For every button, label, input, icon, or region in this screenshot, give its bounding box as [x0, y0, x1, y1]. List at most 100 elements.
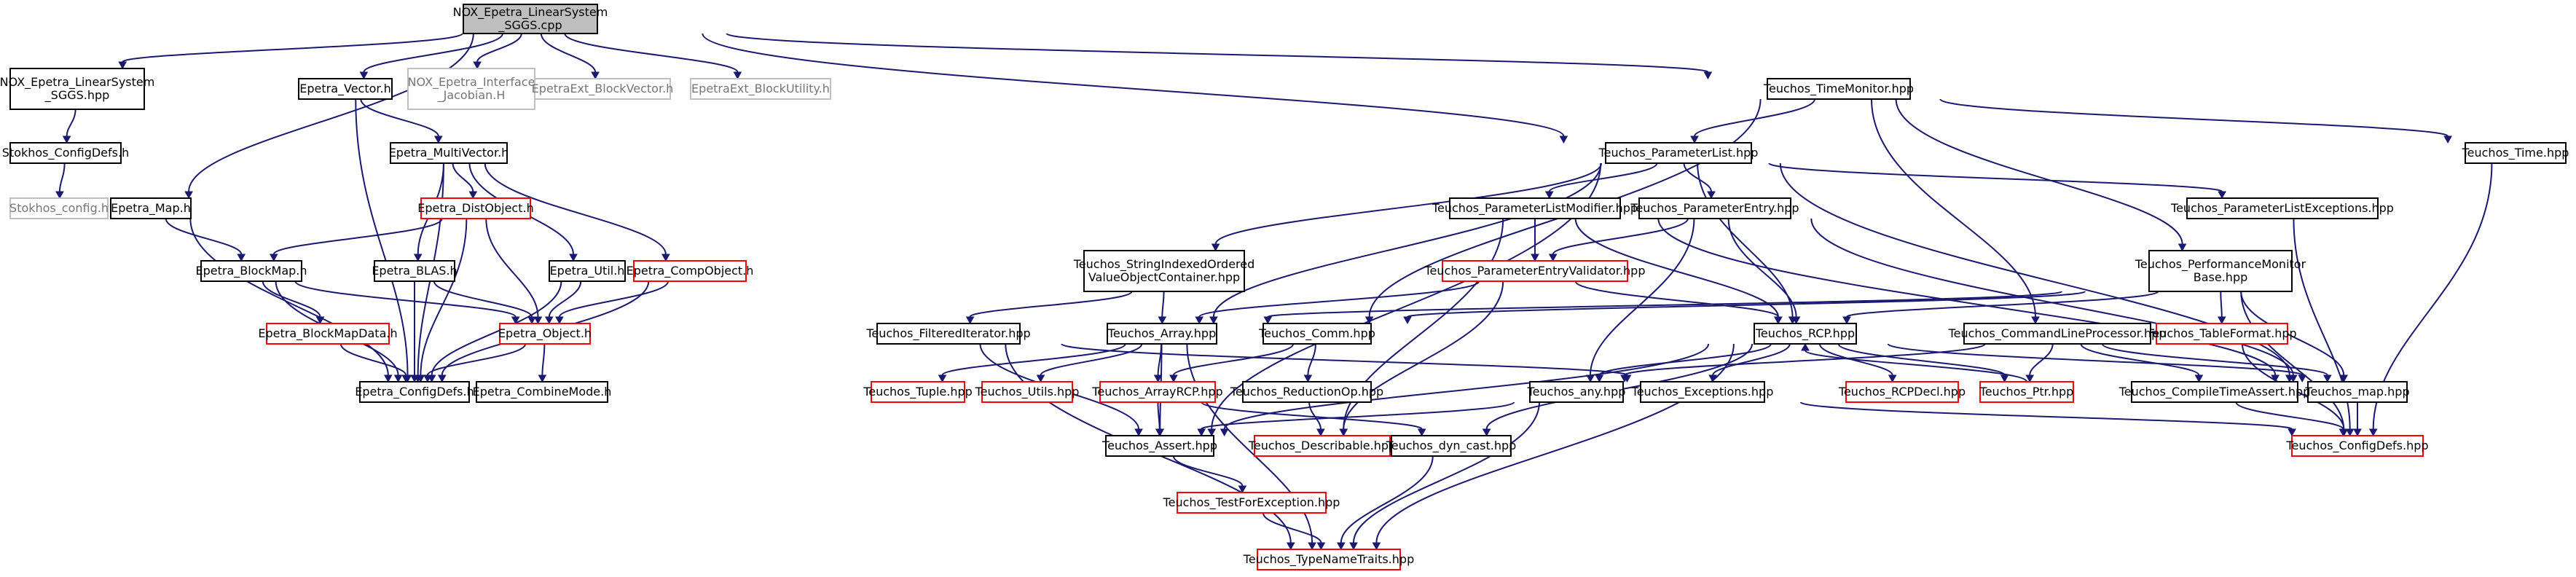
edge-teuchos_clp-to-teuchos_ptr: [2029, 343, 2054, 376]
arrowhead-teuchos_rcpdecl: [1888, 374, 1897, 383]
edge-teuchos_testforexception-to-teuchos_typenametraits: [1262, 512, 1322, 543]
node-label: Epetra_CombineMode.h: [473, 385, 612, 399]
edge-teuchos_compiletimeassert-to-teuchos_configdefs: [2235, 401, 2344, 430]
node-teuchos-parameterentry[interactable]: Teuchos_ParameterEntry.hpp: [1630, 197, 1799, 219]
node-teuchos-describable[interactable]: Teuchos_Describable.hpp: [1248, 435, 1396, 457]
node-epetra-compobject[interactable]: Epetra_CompObject.h: [627, 260, 754, 282]
edge-teuchos_assert-to-teuchos_testforexception: [1172, 455, 1244, 487]
node-teuchos-plexceptions[interactable]: Teuchos_ParameterListExceptions.hpp: [2170, 197, 2394, 219]
node-epetra-object[interactable]: Epetra_Object.h: [498, 323, 592, 345]
node-teuchos-parameterlist[interactable]: Teuchos_ParameterList.hpp: [1598, 142, 1759, 164]
edge-teuchos_rcp-to-teuchos_assert: [1223, 343, 1710, 430]
node-epetra-blockmap[interactable]: Epetra_BlockMap.h: [195, 260, 307, 282]
arrowhead-teuchos_map: [2339, 374, 2349, 383]
node-epetraext-blockvector[interactable]: EpetraExt_BlockVector.h: [532, 78, 674, 100]
arrowhead-teuchos_dyncast: [1482, 428, 1491, 437]
node-teuchos-time[interactable]: Teuchos_Time.hpp: [2462, 142, 2569, 164]
node-nox-jacobian[interactable]: NOX_Epetra_Interface_Jacobian.H: [407, 68, 535, 110]
node-box: [266, 323, 390, 345]
edge-teuchos_rcp-to-teuchos_any: [1598, 343, 1772, 376]
node-teuchos-map[interactable]: Teuchos_map.hpp: [2304, 381, 2410, 403]
node-teuchos-exceptions[interactable]: Teuchos_Exceptions.hpp: [1631, 381, 1774, 403]
node-epetra-multivector[interactable]: Epetra_MultiVector.h: [389, 142, 509, 164]
node-label: NOX_Epetra_Interface: [408, 75, 535, 90]
arrowhead-teuchos_array: [1158, 316, 1167, 325]
node-label: Teuchos_dyn_cast.hpp: [1386, 439, 1517, 453]
edge-teuchos_clp-to-teuchos_any: [1624, 343, 1986, 376]
node-teuchos-timemonitor[interactable]: Teuchos_TimeMonitor.hpp: [1763, 78, 1914, 100]
node-epetra-vector[interactable]: Epetra_Vector.h: [298, 78, 393, 100]
node-root[interactable]: NOX_Epetra_LinearSystem_SGGS.cpp: [453, 4, 608, 34]
node-teuchos-utils[interactable]: Teuchos_Utils.hpp: [975, 381, 1080, 403]
arrowhead-epetra_configdefs: [416, 374, 425, 383]
arrowhead-teuchos_describable: [1339, 428, 1348, 437]
edge-teuchos_reductionop-to-teuchos_describable: [1308, 401, 1322, 430]
node-label: Teuchos_CommandLineProcessor.hpp: [1948, 326, 2167, 341]
node-label: Teuchos_FilteredIterator.hpp: [865, 326, 1030, 341]
node-teuchos-rcpdecl[interactable]: Teuchos_RCPDecl.hpp: [1838, 381, 1966, 403]
node-box: [9, 68, 145, 110]
edge-teuchos_arrayrcp-to-teuchos_dyncast: [1201, 401, 1423, 430]
edge-epetra_map-to-epetra_blockmap: [165, 218, 243, 255]
node-teuchos-testforexception[interactable]: Teuchos_TestForException.hpp: [1163, 492, 1340, 514]
arrowhead-teuchos_typenametraits: [1316, 542, 1326, 551]
node-label: Teuchos_Describable.hpp: [1248, 439, 1396, 453]
edge-teuchos_perfmonitorbase-to-teuchos_tableformat: [2220, 291, 2223, 318]
node-epetra-blockmapdata[interactable]: Epetra_BlockMapData.h: [258, 323, 398, 345]
node-label: Teuchos_Time.hpp: [2462, 146, 2569, 160]
node-teuchos-filterediterator[interactable]: Teuchos_FilteredIterator.hpp: [865, 323, 1031, 345]
edge-teuchos_parameterlist-to-teuchos_plmodifier: [1548, 162, 1658, 192]
node-teuchos-assert[interactable]: Teuchos_Assert.hpp: [1102, 435, 1217, 457]
node-label: Epetra_BlockMapData.h: [258, 326, 397, 341]
node-teuchos-stringindexed[interactable]: Teuchos_StringIndexedOrderedValueObjectC…: [1073, 250, 1255, 292]
node-teuchos-rcp[interactable]: Teuchos_RCP.hpp: [1754, 323, 1857, 345]
arrowhead-epetra_blockmap: [269, 254, 278, 262]
node-epetra-util[interactable]: Epetra_Util.h: [549, 260, 626, 282]
node-sggs-hpp[interactable]: NOX_Epetra_LinearSystem_SGGS.hpp: [0, 68, 154, 110]
node-teuchos-plmodifier[interactable]: Teuchos_ParameterListModifier.hpp: [1432, 197, 1638, 219]
node-teuchos-tuple[interactable]: Teuchos_Tuple.hpp: [863, 381, 973, 403]
node-teuchos-ptr[interactable]: Teuchos_Ptr.hpp: [1979, 381, 2074, 403]
node-label: Epetra_ConfigDefs.h: [355, 385, 474, 399]
node-epetra-combinemode[interactable]: Epetra_CombineMode.h: [473, 381, 612, 403]
edge-root-to-epetraext_blockutility: [564, 33, 739, 73]
node-teuchos-compiletimeassert[interactable]: Teuchos_CompileTimeAssert.hpp: [2118, 381, 2311, 403]
edge-teuchos_exceptions-to-teuchos_configdefs: [1799, 401, 2293, 430]
arrowhead-teuchos_comm: [1403, 316, 1412, 325]
node-label: Teuchos_ArrayRCP.hpp: [1091, 385, 1222, 399]
edge-teuchos_rcp-to-teuchos_map: [1887, 343, 2304, 376]
node-teuchos-array[interactable]: Teuchos_Array.hpp: [1107, 323, 1217, 345]
node-epetra-distobject[interactable]: Epetra_DistObject.h: [417, 197, 534, 219]
arrowhead-teuchos_arrayrcp: [1153, 374, 1163, 383]
node-epetraext-blockutility[interactable]: EpetraExt_BlockUtility.h: [690, 78, 831, 100]
arrowhead-stokhos_configdefs: [62, 136, 71, 144]
node-teuchos-typenametraits[interactable]: Teuchos_TypeNameTraits.hpp: [1243, 549, 1414, 570]
arrowhead-teuchos_timemonitor: [1703, 71, 1713, 80]
arrowhead-teuchos_pevalidator: [1531, 254, 1539, 262]
node-teuchos-configdefs[interactable]: Teuchos_ConfigDefs.hpp: [2285, 435, 2429, 457]
node-epetra-blas[interactable]: Epetra_BLAS.h: [372, 260, 458, 282]
node-epetra-map[interactable]: Epetra_Map.h: [110, 197, 192, 219]
node-box: [499, 323, 591, 345]
node-teuchos-comm[interactable]: Teuchos_Comm.hpp: [1258, 323, 1375, 345]
node-box: [1529, 381, 1624, 403]
arrowhead-teuchos_array: [1263, 316, 1273, 325]
node-teuchos-clp[interactable]: Teuchos_CommandLineProcessor.hpp: [1948, 323, 2167, 345]
node-teuchos-tableformat[interactable]: Teuchos_TableFormat.hpp: [2146, 323, 2297, 345]
node-box: [534, 78, 671, 100]
edge-teuchos_arrayrcp-to-teuchos_assert: [1157, 401, 1161, 430]
node-box: [2148, 250, 2293, 292]
node-teuchos-reductionop[interactable]: Teuchos_ReductionOp.hpp: [1230, 381, 1383, 403]
node-teuchos-pevalidator[interactable]: Teuchos_ParameterEntryValidator.hpp: [1424, 260, 1646, 282]
node-box: [549, 260, 626, 282]
node-teuchos-any[interactable]: Teuchos_any.hpp: [1527, 381, 1626, 403]
edge-sggs_hpp-to-stokhos_configdefs: [66, 109, 76, 137]
node-stokhos-configdefs[interactable]: Stokhos_ConfigDefs.h: [2, 142, 129, 164]
node-teuchos-arrayrcp[interactable]: Teuchos_ArrayRCP.hpp: [1091, 381, 1223, 403]
node-teuchos-dyncast[interactable]: Teuchos_dyn_cast.hpp: [1386, 435, 1517, 457]
node-epetra-configdefs[interactable]: Epetra_ConfigDefs.h: [355, 381, 474, 403]
arrowhead-teuchos_map: [2288, 374, 2298, 383]
node-stokhos-config[interactable]: Stokhos_config.h: [9, 197, 109, 219]
arrowhead-teuchos_configdefs: [2368, 428, 2378, 437]
